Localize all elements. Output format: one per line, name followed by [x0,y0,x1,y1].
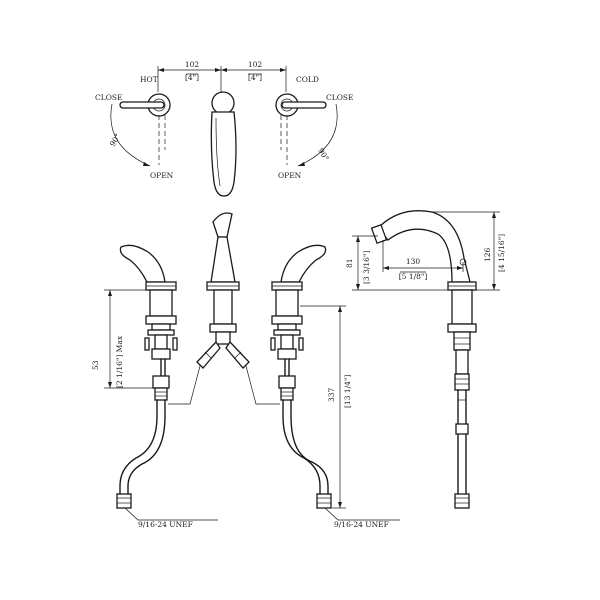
spacing-left-in: [4"] [185,73,199,82]
reach-in: [5 1/8"] [399,272,428,281]
side-view: 130 [5 1/8"] 81 [3 3/16"] 126 [4 15/16"] [345,210,506,509]
cold-label: COLD [296,75,319,84]
total-height-mm: 126 [483,247,492,262]
spacing-right-in: [4"] [248,73,262,82]
total-height-in: [4 15/16"] [497,234,506,272]
depth-in: [2 1/16"] Max [115,335,124,388]
close-label-right: CLOSE [326,93,353,102]
spout-height-mm: 81 [345,258,354,268]
close-label-left: CLOSE [95,93,122,102]
open-label-left: OPEN [150,171,174,180]
depth-mm: 53 [91,360,100,370]
open-label-right: OPEN [278,171,302,180]
spacing-right-mm: 102 [248,60,263,69]
cold-handle-front [270,244,332,509]
angle-label-left: 90° [108,132,123,148]
length-mm: 337 [327,387,336,402]
thread-label-left: 9/16-24 UNEF [138,520,193,529]
hot-handle-top [119,93,171,165]
spout-top [210,91,237,197]
hot-handle-front [116,244,178,509]
cold-handle-top [275,93,327,165]
front-view: 53 [2 1/16"] Max 337 [13 1/4"] 9/16-24 U… [91,212,400,529]
reach-mm: 130 [406,257,421,266]
spout-height-in: [3 3/16"] [362,251,371,284]
spacing-left-mm: 102 [185,60,200,69]
top-view: 102 [4"] 102 [4"] HOT COLD CLOSE CLOSE O… [95,60,353,197]
hot-label: HOT [140,75,158,84]
length-in: [13 1/4"] [343,375,352,408]
thread-label-right: 9/16-24 UNEF [334,520,389,529]
spout-front [168,212,280,405]
